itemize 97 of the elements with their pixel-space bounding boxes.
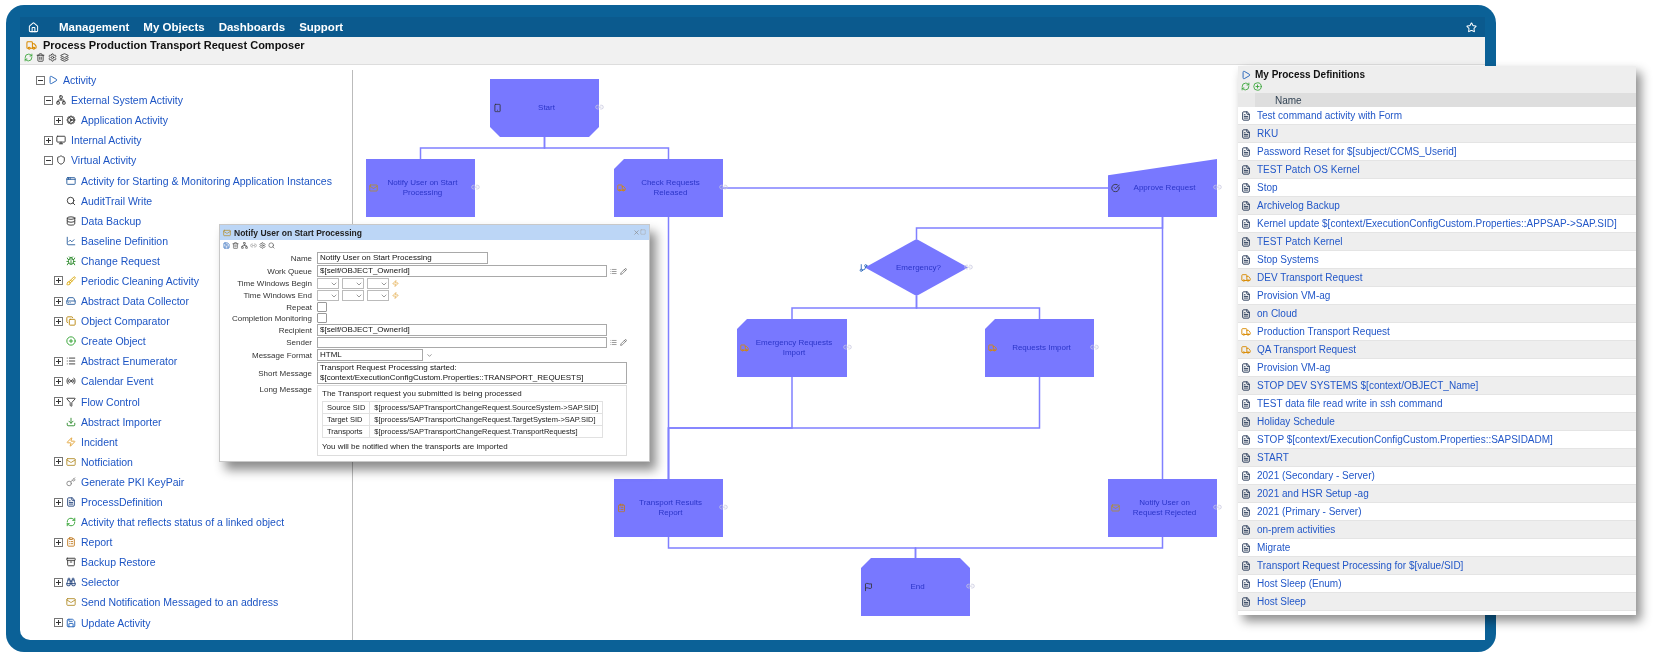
list-item-link: RKU [1257, 128, 1279, 139]
message-text: The Transport request you submitted is being processed [322, 389, 523, 398]
tree-item-link: AuditTrail Write [81, 194, 153, 207]
field-label: Time Windows End [242, 291, 312, 300]
tree-item-link: Object Comparator [81, 315, 170, 328]
list-item-link: TEST Patch Kernel [1257, 236, 1343, 247]
tree-item-link: ProcessDefinition [81, 496, 163, 508]
list-item-link: Holiday Schedule [1257, 416, 1335, 427]
connector-line [1161, 216, 1164, 480]
tree-item-link: Backup Restore [81, 556, 156, 569]
tree-item-link: Application Activity [81, 114, 168, 127]
menu-item: Management [59, 21, 130, 33]
field-label: Long Message [258, 385, 312, 394]
tree-item-link: Activity that reflects status of a linked object [81, 516, 285, 529]
message-text: You will be notified when the transports are imported [322, 442, 509, 451]
menu-item: My Objects [143, 21, 205, 33]
tree-item-link: Abstract Data Collector [81, 295, 189, 308]
text-field: Notify User on Start Processing [317, 252, 488, 264]
tree-item-link: Activity for Starting & Monitoring Application Instances [81, 174, 332, 187]
node-label: Emergency Requests Import [754, 338, 834, 358]
tree-item-link: Baseline Definition [81, 234, 168, 247]
list-item-link: Host Sleep (Enum) [1257, 578, 1342, 589]
node-label: Check Requests Released [640, 178, 701, 198]
list-item-link: STOP $[context/ExecutionConfigCustom.Properties::SAPSIDADM] [1257, 434, 1553, 445]
tree-item-link: Send Notification Messaged to an address [81, 596, 279, 609]
tree-item-link: Selector [81, 576, 120, 589]
list-item-link: TEST data file read write in ssh command [1257, 398, 1443, 409]
list-item-link: START [1257, 452, 1289, 463]
connector-line [914, 536, 1164, 559]
list-item-link: Migrate [1257, 542, 1291, 553]
node-label: Requests Import [1012, 343, 1071, 353]
field-label: Recipient [277, 325, 312, 335]
field-label: Work Queue [266, 266, 312, 276]
connector-line [915, 295, 1041, 320]
list-item-link: Kernel update $[context/ExecutionConfigCustom.Properties::APPSAP->SAP.SID] [1257, 218, 1617, 229]
tree-item-link: Virtual Activity [71, 154, 137, 167]
field-label: Short Message [257, 368, 312, 378]
tree-item-link: Report [81, 536, 113, 549]
field-label: Completion Monitoring [230, 313, 312, 323]
list-item-link: Host Sleep [1257, 596, 1306, 607]
list-item-link: STOP DEV SYSTEMS $[context/OBJECT_Name] [1257, 380, 1479, 391]
list-item-link: Test command activity with Form [1257, 110, 1403, 121]
column-title: Name [1275, 94, 1302, 106]
list-item-link: DEV Transport Request [1257, 272, 1363, 283]
list-item-link: Provision VM-ag [1257, 362, 1331, 373]
field-label: Repeat [285, 302, 312, 312]
tree-item-link: Periodic Cleaning Activity [81, 275, 199, 287]
tree-item-link: Update Activity [81, 616, 151, 629]
text-field: $[self/OBJECT_OwnerId] [317, 324, 607, 336]
list-item-link: Stop [1257, 182, 1278, 193]
field-label: Sender [285, 338, 312, 347]
list-item-link: Stop Systems [1257, 254, 1319, 265]
node-label: Emergency? [896, 262, 941, 273]
field-label: Name [289, 253, 312, 263]
text-field: $[self/OBJECT_OwnerId] [317, 265, 607, 277]
list-item-link: 2021 (Primary - Server) [1257, 506, 1362, 517]
list-item-link: on Cloud [1257, 308, 1298, 319]
tree-item-link: Activity [63, 74, 97, 87]
tree-item-link: Abstract Importer [81, 415, 162, 428]
tree-item-link: Notficiation [81, 455, 133, 468]
tree-item-link: Internal Activity [71, 134, 142, 147]
panel-title: My Process Definitions [1255, 69, 1366, 80]
dialog-title: Notify User on Start Processing [234, 227, 362, 238]
text-field: Transport Request Processing started: $[context/ExecutionConfigCustom.Properties::TRANSPORT_REQUESTS] [317, 362, 627, 384]
list-item-link: Archivelog Backup [1257, 200, 1340, 211]
field-label: Time Windows Begin [236, 279, 312, 288]
tree-item-link: External System Activity [71, 94, 184, 107]
list-item-link: Production Transport Request [1257, 326, 1390, 337]
node-label: End [910, 582, 925, 592]
node-label: Start [538, 103, 555, 113]
list-item-link: 2021 (Secondary - Server) [1257, 470, 1375, 481]
select-field: HTML [317, 349, 423, 361]
menu-item: Support [299, 21, 344, 33]
tree-item-link: Generate PKI KeyPair [81, 475, 185, 488]
list-item-link: 2021 and HSR Setup -ag [1257, 488, 1369, 499]
tree-item-link: Incident [81, 435, 118, 448]
node-label: Transport Results Report [638, 498, 703, 518]
list-item-link: Provision VM-ag [1257, 290, 1331, 301]
list-item-link: QA Transport Request [1257, 344, 1356, 355]
node-label: Approve Request [1133, 183, 1196, 193]
tree-item-link: Create Object [81, 335, 146, 348]
tree-item-link: Flow Control [81, 395, 140, 408]
connector-line [543, 136, 670, 160]
tree-item-link: Change Request [81, 254, 160, 267]
list-item-link: Password Reset for $[subject/CCMS_Userid] [1257, 146, 1457, 157]
field-label: Message Format [250, 350, 312, 360]
list-item-link: on-prem activities [1257, 524, 1336, 535]
connector-line [667, 376, 1041, 480]
list-item-link: TEST Patch OS Kernel [1257, 164, 1360, 175]
page-title: Process Production Transport Request Composer [43, 39, 305, 51]
list-item-link: Transport Request Processing for $[value/SID] [1257, 560, 1464, 571]
menu-item: Dashboards [218, 21, 286, 33]
node-label: Notify User on Request Rejected [1131, 498, 1198, 518]
tree-item-link: Abstract Enumerator [81, 355, 178, 368]
connector-line [722, 187, 1109, 189]
tree-item-link: Calendar Event [81, 375, 154, 388]
tree-item-link: Data Backup [81, 214, 142, 227]
